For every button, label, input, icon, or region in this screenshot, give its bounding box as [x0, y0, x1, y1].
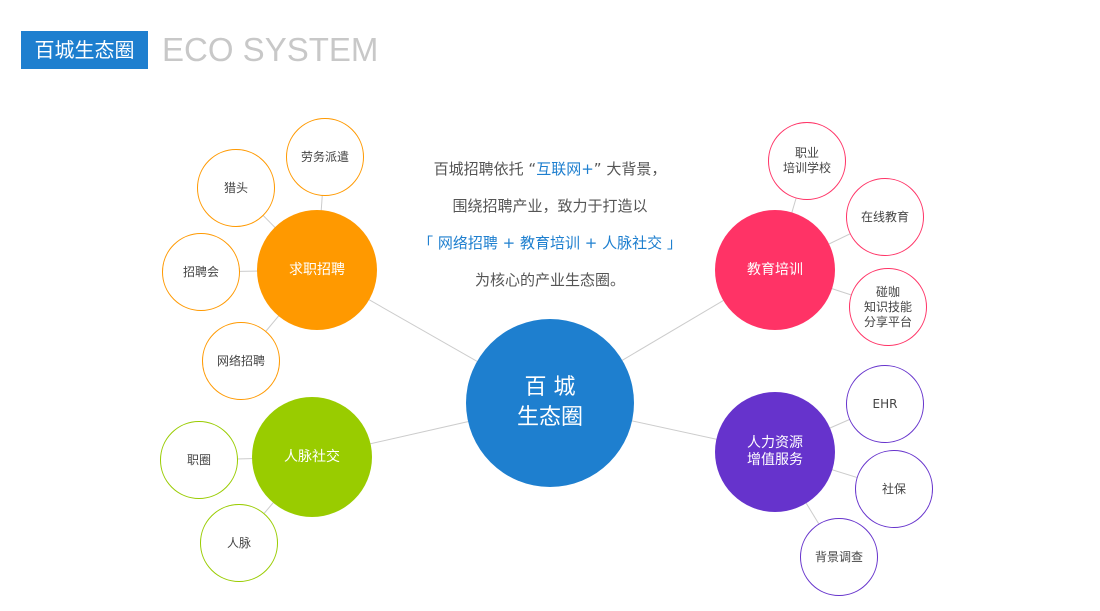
intro-line1-post: ” 大背景，	[593, 160, 667, 178]
child-node[interactable]: 社保	[855, 450, 933, 528]
center-node-label2: 生态圈	[516, 405, 583, 430]
child-node-label: 在线教育	[860, 209, 909, 224]
intro-text: 百城招聘依托 “互联网+” 大背景， 围绕招聘产业，致力于打造以 「 网络招聘 …	[400, 156, 700, 304]
child-node[interactable]: 碰咖 知识技能 分享平台	[849, 268, 927, 346]
child-node[interactable]: 网络招聘	[202, 322, 280, 400]
child-node-label: 碰咖 知识技能 分享平台	[863, 284, 912, 329]
section-title-en: ECO SYSTEM	[162, 31, 379, 68]
intro-line1-pre: 百城招聘依托 “	[433, 160, 537, 178]
child-node[interactable]: 劳务派遣	[286, 118, 364, 196]
child-node[interactable]: 猎头	[197, 149, 275, 227]
intro-line4: 为核心的产业生态圈。	[474, 271, 625, 289]
child-node-label: 职业 培训学校	[782, 146, 831, 175]
child-node[interactable]: 招聘会	[162, 233, 240, 311]
child-node[interactable]: EHR	[846, 365, 924, 443]
hub-node[interactable]: 教育培训	[715, 210, 835, 330]
child-node-label: 背景调查	[814, 549, 863, 564]
child-node[interactable]: 职圈	[160, 421, 238, 499]
section-title-cn: 百城生态圈	[21, 31, 148, 69]
child-node-label: EHR	[872, 396, 898, 411]
center-node-label: 百 城	[524, 375, 576, 400]
child-node[interactable]: 人脉	[200, 504, 278, 582]
hub-node-label: 人力资源 增值服务	[747, 435, 803, 468]
child-node-label: 职圈	[186, 452, 211, 467]
hub-node[interactable]: 人力资源 增值服务	[715, 392, 835, 512]
intro-line2: 围绕招聘产业，致力于打造以	[452, 197, 648, 215]
child-node-label: 劳务派遣	[300, 149, 349, 164]
intro-line3: 「 网络招聘 + 教育培训 + 人脉社交 」	[418, 234, 682, 252]
child-node-label: 网络招聘	[216, 353, 265, 368]
hub-node-label: 人脉社交	[284, 448, 340, 465]
child-node[interactable]: 在线教育	[846, 178, 924, 256]
child-node-label: 猎头	[223, 180, 248, 195]
hub-node[interactable]: 求职招聘	[257, 210, 377, 330]
center-node[interactable]: 百 城生态圈	[466, 319, 634, 487]
child-node[interactable]: 背景调查	[800, 518, 878, 596]
hub-node[interactable]: 人脉社交	[252, 397, 372, 517]
child-node[interactable]: 职业 培训学校	[768, 122, 846, 200]
intro-highlight: 互联网+	[536, 160, 594, 178]
hub-node-label: 求职招聘	[289, 261, 345, 278]
child-node-label: 人脉	[226, 535, 251, 550]
child-node-label: 招聘会	[182, 264, 219, 279]
hub-node-label: 教育培训	[747, 261, 803, 278]
child-node-label: 社保	[881, 481, 906, 496]
